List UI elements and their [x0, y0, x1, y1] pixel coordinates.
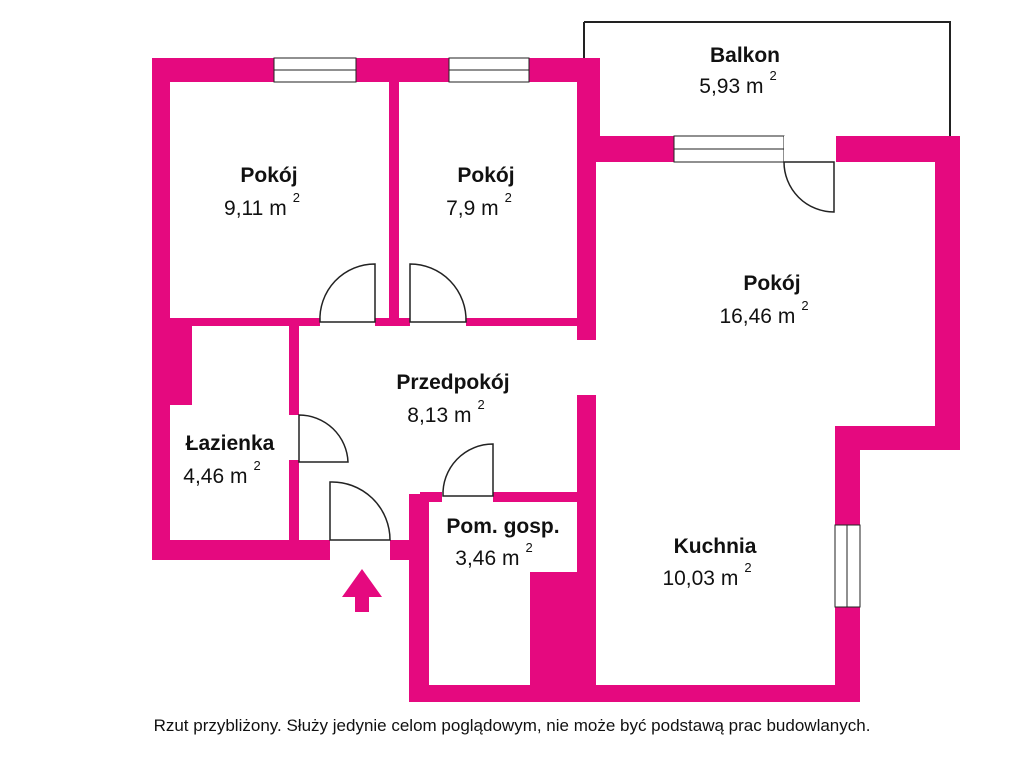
doors	[298, 161, 835, 541]
wall	[420, 492, 442, 502]
wall	[289, 325, 299, 415]
room-name-pokoj-3: Pokój	[743, 272, 800, 295]
wall	[375, 318, 410, 326]
wall	[289, 460, 299, 545]
wall	[935, 136, 960, 450]
room-name-balkon: Balkon	[710, 44, 780, 67]
door-swing	[783, 161, 835, 213]
room-name-przedpokoj: Przedpokój	[396, 371, 509, 394]
wall	[493, 492, 588, 502]
wall	[577, 162, 596, 340]
wall	[152, 58, 600, 82]
disclaimer-text: Rzut przybliżony. Służy jedynie celom po…	[153, 716, 871, 735]
wall	[170, 325, 192, 405]
room-name-kuchnia: Kuchnia	[674, 535, 757, 558]
up-arrow-icon	[342, 569, 382, 612]
room-name-lazienka: Łazienka	[186, 432, 275, 455]
room-name-pom-gosp: Pom. gosp.	[446, 515, 559, 538]
wall	[530, 572, 596, 685]
door-swing	[298, 414, 349, 463]
wall	[577, 58, 600, 162]
door-swing	[409, 263, 467, 323]
balcony-outline	[583, 21, 951, 136]
windows	[273, 57, 861, 608]
wall	[152, 540, 330, 560]
door-swing	[442, 443, 494, 497]
wall	[389, 82, 399, 325]
wall	[466, 318, 596, 326]
door-swing	[319, 263, 376, 323]
wall	[409, 685, 860, 702]
door-openings	[784, 136, 836, 162]
door-swing	[329, 481, 391, 541]
wall	[170, 318, 320, 326]
room-name-pokoj-2: Pokój	[457, 164, 514, 187]
wall	[409, 494, 429, 700]
room-name-pokoj-1: Pokój	[240, 164, 297, 187]
wall	[152, 58, 170, 560]
